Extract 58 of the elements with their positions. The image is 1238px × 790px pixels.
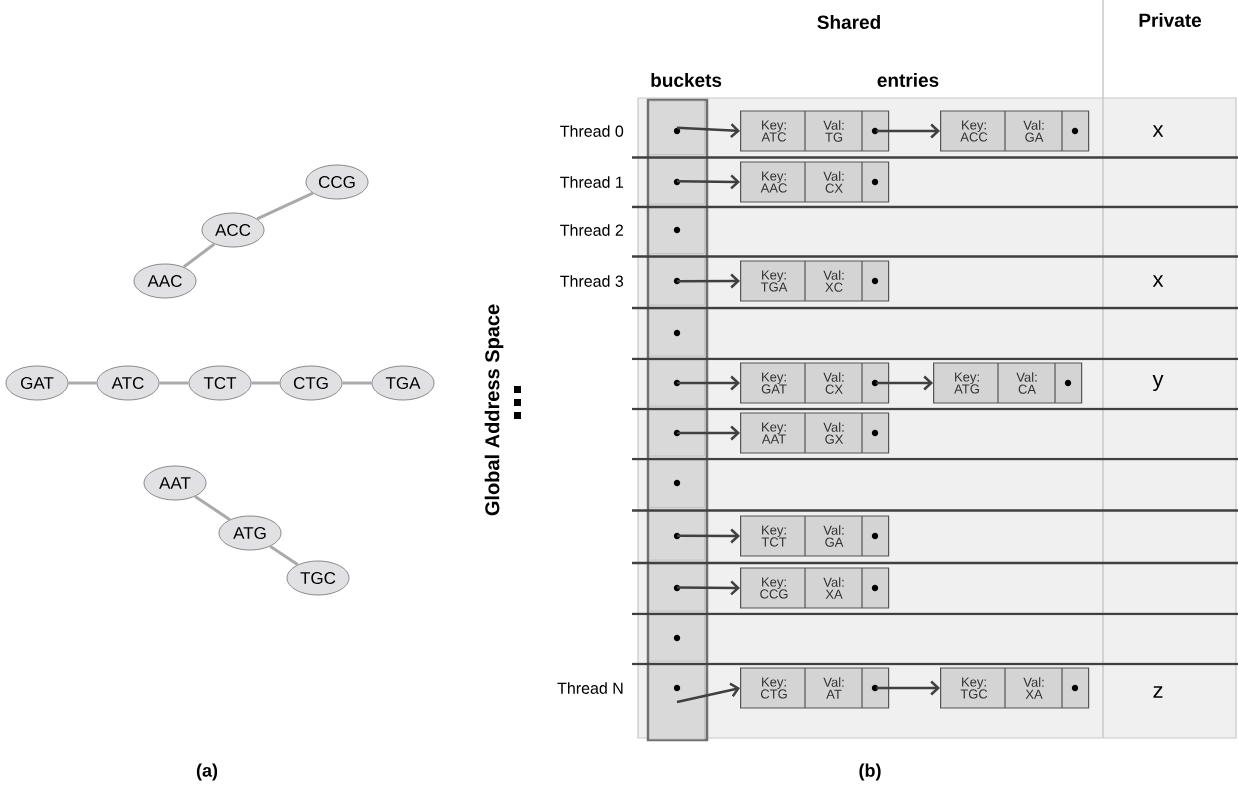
- label: Shared: [817, 15, 880, 29]
- label: Thread 2: [560, 224, 623, 236]
- entry-box: Key: AAT Val: GX: [740, 412, 890, 454]
- connector-line: [256, 191, 314, 221]
- connector-line: [159, 381, 189, 385]
- entry-box: Key: TCT Val: GA: [740, 515, 890, 557]
- bucket-cell: [649, 409, 705, 457]
- entry-box: Key: AAC Val: CX: [740, 161, 890, 203]
- label: x: [1152, 125, 1164, 137]
- label: buckets: [651, 73, 722, 87]
- label: Global Address Space: [484, 304, 504, 516]
- arrow: [876, 375, 933, 391]
- bucket-cell: [649, 359, 705, 407]
- bucket-cell: [649, 563, 705, 612]
- arrow: [677, 375, 740, 391]
- bucket-cell: [649, 158, 705, 205]
- arrow: [876, 123, 940, 139]
- label: entries: [877, 73, 939, 87]
- entry-box: Key: ACC Val: GA: [940, 110, 1090, 152]
- bucket-cell: [649, 308, 705, 357]
- label: Private: [1139, 13, 1202, 27]
- label: Thread 3: [560, 275, 624, 287]
- entry-box: Key: CCG Val: XA: [740, 567, 890, 609]
- arrow: [677, 174, 740, 190]
- connector-line: [269, 545, 299, 566]
- entry-box: Key: CTG Val: AT: [740, 667, 890, 709]
- bucket-cell: [649, 100, 705, 155]
- entry-box: Key: TGC Val: XA: [940, 667, 1090, 709]
- arrow: [677, 580, 740, 596]
- label: Thread N: [557, 682, 623, 694]
- arrow: [676, 682, 740, 704]
- connector-line: [342, 381, 372, 385]
- label: Thread 1: [560, 176, 623, 188]
- label: (a): [196, 763, 218, 781]
- label: Thread 0: [560, 125, 624, 137]
- arrow: [876, 680, 940, 696]
- arrow: [676, 123, 740, 138]
- connector-line: [251, 381, 280, 385]
- arrow: [677, 425, 740, 441]
- entry-box: Key: ATG Val: CA: [933, 362, 1083, 404]
- arrow: [677, 273, 740, 289]
- label: (b): [859, 763, 881, 781]
- bucket-cell: [649, 664, 705, 740]
- entry-box: Key: ATC Val: TG: [740, 110, 890, 152]
- bucket-cell: [649, 511, 705, 561]
- connector-line: [182, 242, 216, 269]
- label: x: [1152, 275, 1164, 287]
- label: z: [1153, 686, 1163, 698]
- arrow: [677, 528, 740, 544]
- connector-line: [194, 495, 231, 521]
- bucket-cell: [649, 459, 705, 508]
- connector-line: [68, 381, 97, 385]
- bucket-cell: [649, 257, 705, 306]
- label: y: [1152, 374, 1164, 392]
- entry-box: Key: TGA Val: XC: [740, 260, 890, 302]
- bucket-cell: [649, 207, 705, 254]
- entry-box: Key: GAT Val: CX: [740, 362, 890, 404]
- bucket-cell: [649, 614, 705, 662]
